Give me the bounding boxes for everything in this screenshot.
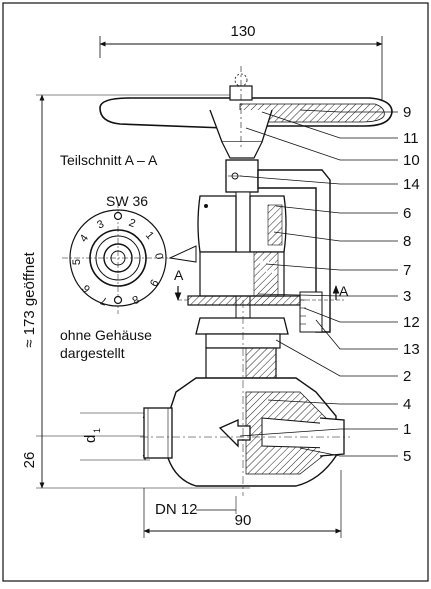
callout-leader — [273, 231, 398, 242]
callout-leader — [239, 428, 398, 437]
callout-leader — [245, 127, 398, 161]
dial-number: 4 — [78, 233, 91, 245]
dimension-bottom: 90 DN 12 — [143, 470, 342, 538]
callout-number: 3 — [403, 288, 411, 305]
dimension-d1-label: d — [82, 435, 99, 443]
dimension-height-open: ≈ 173 geöffnet — [21, 251, 38, 347]
callout-number: 7 — [403, 262, 411, 279]
callout-leader — [261, 111, 398, 139]
callout-number: 8 — [403, 233, 411, 250]
callout-number: 14 — [403, 176, 420, 193]
callout-number: 1 — [403, 421, 411, 438]
drawing-border — [2, 2, 429, 582]
callout-number: 13 — [403, 341, 420, 358]
note-line-2: dargestellt — [60, 345, 125, 361]
callout-leader — [267, 399, 398, 405]
dimension-left: ≈ 173 geöffnet 26 — [21, 94, 250, 489]
dimension-height-lower: 26 — [21, 452, 38, 469]
dimension-nominal-size: DN 12 — [155, 501, 198, 518]
callout-leader — [275, 339, 398, 377]
dial-number: 2 — [127, 217, 137, 230]
dimension-width-top: 130 — [230, 23, 255, 40]
callout-number: 11 — [403, 130, 419, 147]
callout-number: 12 — [403, 314, 420, 331]
callout-leader — [265, 263, 398, 271]
bonnet-hex-nut — [197, 195, 287, 297]
dial-number: 3 — [95, 218, 106, 231]
callout-number: 9 — [403, 104, 411, 121]
callout-leader — [257, 293, 398, 297]
callout-leader — [299, 447, 398, 457]
callout-number: 2 — [403, 368, 411, 385]
callout-number: 4 — [403, 396, 411, 413]
section-cut-markers: A A — [174, 267, 349, 301]
callout-leader — [315, 319, 398, 350]
dimension-d1: d 1 — [80, 412, 150, 461]
valve-body — [140, 300, 350, 496]
callout-number: 10 — [403, 152, 420, 169]
callout-leader — [299, 109, 398, 113]
dimension-d1-subscript: 1 — [92, 428, 102, 433]
dimension-width-bottom: 90 — [235, 512, 252, 529]
callout-leader — [303, 307, 398, 323]
note-line-1: ohne Gehäuse — [60, 327, 152, 343]
callout-number: 5 — [403, 448, 411, 465]
dial-number: 7 — [99, 294, 109, 307]
hand-lever — [99, 66, 393, 159]
dial-number: 8 — [130, 292, 141, 305]
dial-number: 5 — [71, 259, 83, 265]
cut-marker-right: A — [339, 283, 349, 299]
callout-group: 9 11 10 14 6 8 7 3 12 13 2 4 1 5 — [239, 104, 420, 465]
callout-leader — [275, 205, 398, 214]
dial-number: 0 — [152, 252, 165, 260]
callout-leader — [239, 175, 398, 185]
section-plate — [178, 295, 344, 306]
dial-number: 9 — [147, 277, 160, 288]
cut-marker-left: A — [174, 267, 184, 283]
section-title: Teilschnitt A – A — [60, 152, 158, 168]
callout-number: 6 — [403, 205, 411, 222]
wrench-size: SW 36 — [106, 193, 148, 209]
